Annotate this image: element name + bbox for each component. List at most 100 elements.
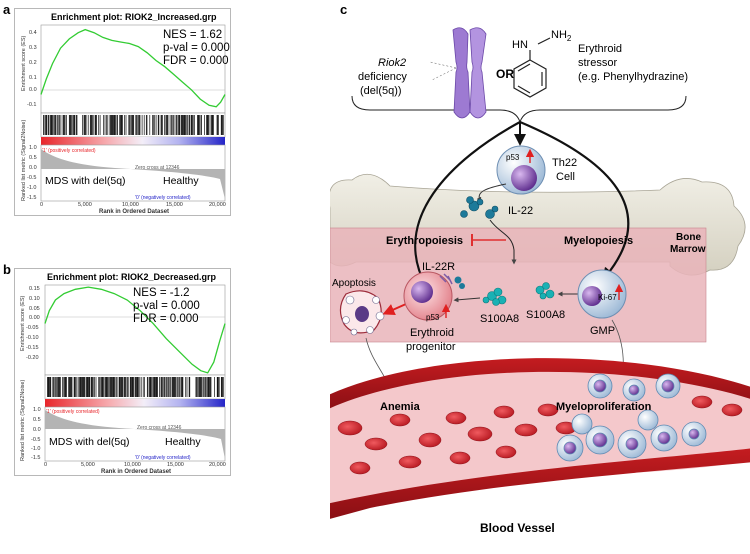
vessel-bottom-wall (330, 448, 750, 519)
gsea-a-metric-tick: -0.5 (27, 175, 37, 181)
panel-a-letter: a (3, 2, 11, 17)
gsea-b-metric-area (45, 410, 225, 459)
gsea-b-group-left: MDS with del(5q) (49, 436, 130, 448)
gsea-b-title: Enrichment plot: RIOK2_Decreased.grp (47, 272, 217, 282)
gsea-a-metric-area (41, 149, 225, 199)
gsea-b-pos-corr: '1' (positively correlated) (46, 409, 100, 415)
gsea-a-neg-corr: '0' (negatively correlated) (135, 195, 191, 201)
gsea-b-es-tick: 0.15 (29, 286, 40, 292)
s100a8-molecules-2 (535, 282, 555, 300)
gsea-a-metric-tick: 0.5 (29, 155, 37, 161)
erythroid-stressor-label: Erythroid (578, 43, 622, 55)
s100a8-label-1: S100A8 (480, 313, 519, 325)
gsea-b-es-curve (44, 286, 226, 374)
gsea-a-nes: NES = 1.62 (163, 29, 223, 41)
gsea-b-neg-corr: '0' (negatively correlated) (135, 455, 191, 461)
left-arc (414, 121, 521, 292)
gsea-a-fdr: FDR = 0.000 (163, 55, 229, 67)
gsea-b-nes: NES = -1.2 (133, 287, 190, 299)
gsea-b-x-tick: 5,000 (81, 462, 95, 468)
vessel-top-wall (330, 358, 750, 409)
phenylhydrazine-label: (e.g. Phenylhydrazine) (578, 71, 688, 83)
il22r-receptor-icon (439, 273, 453, 285)
gsea-b-fdr: FDR = 0.000 (133, 313, 199, 325)
red-blood-cells (337, 395, 743, 475)
gsea-panel-b: Enrichment plot: RIOK2_Decreased.grp Enr… (14, 268, 231, 476)
to-apoptosis-arrow (382, 303, 407, 316)
gsea-a-hit-bars (43, 115, 224, 135)
myeloproliferation-label: Myeloproliferation (556, 401, 652, 413)
erythroid-p53-label: p53 (426, 313, 440, 322)
gsea-b-x-tick: 10,000 (124, 462, 141, 468)
panel-c-letter: c (340, 2, 348, 17)
gsea-a-pos-corr: '1' (positively correlated) (42, 148, 96, 154)
progenitor-label: progenitor (406, 341, 456, 353)
gsea-b-metric-tick: -1.0 (31, 446, 41, 452)
il22-molecules (460, 196, 499, 219)
top-bracket (351, 95, 687, 124)
gsea-a-x-tick: 10,000 (122, 202, 139, 208)
gsea-a-pval: p-val = 0.000 (163, 42, 230, 54)
th22-to-il22-arrow (476, 183, 507, 203)
gsea-b-es-tick: 0.00 (29, 315, 40, 321)
erythropoiesis-label: Erythropoiesis (386, 235, 463, 247)
vessel-outer (330, 362, 750, 511)
gsea-a-group-left: MDS with del(5q) (45, 175, 126, 187)
ki67-label: Ki-67 (598, 293, 617, 302)
gsea-a-x-tick: 5,000 (78, 202, 92, 208)
gsea-a-es-tick: 0.2 (29, 60, 37, 66)
gsea-b-es-tick: -0.15 (26, 345, 39, 351)
riok2-label: Riok2 (378, 57, 406, 69)
gsea-b-xlabel: Rank in Ordered Dataset (101, 469, 172, 475)
gsea-a-es-tick: 0.0 (29, 87, 37, 93)
gsea-b-x-tick: 0 (44, 462, 48, 468)
gsea-a-metric-tick: -1.0 (27, 185, 37, 191)
right-arc (519, 120, 630, 282)
nh2-label: NH2 (551, 29, 572, 43)
s100a8-molecules-1 (482, 287, 507, 306)
gsea-b-pval: p-val = 0.000 (133, 300, 200, 312)
marrow-label: Marrow (670, 244, 706, 255)
gsea-a-plot (40, 24, 226, 202)
gsea-a-metric-tick: 1.0 (29, 145, 37, 151)
gsea-b-x-tick: 20,000 (209, 462, 226, 468)
gsea-a-zero-cross: Zero cross at 12346 (135, 165, 180, 171)
gsea-b-es-tick: -0.20 (26, 355, 39, 361)
s100a8-to-erythroid-arrow (453, 297, 481, 303)
myeloid-cells (556, 373, 707, 462)
gsea-a-metric-tick: -1.5 (27, 195, 37, 201)
gsea-a-es-tick: 0.3 (29, 45, 37, 51)
chromosome-icon (429, 27, 487, 119)
gsea-a-x-tick: 15,000 (166, 202, 183, 208)
anemia-label: Anemia (380, 401, 421, 413)
gsea-b-zero-cross: Zero cross at 12346 (137, 425, 182, 431)
to-anemia-connector (365, 337, 387, 382)
gsea-b-es-tick: -0.10 (26, 335, 39, 341)
phenylhydrazine-structure-icon (513, 37, 551, 98)
gsea-b-plot (44, 284, 226, 462)
hn-label: HN (512, 39, 528, 51)
gsea-b-metric-tick: 0.5 (33, 417, 41, 423)
gsea-a-es-tick: -0.1 (27, 102, 37, 108)
il22-to-receptor-arrow (489, 219, 517, 265)
gsea-a-metric-tick: 0.0 (29, 165, 37, 171)
gsea-a-title: Enrichment plot: RIOK2_Increased.grp (51, 12, 217, 22)
gsea-b-metric-tick: 1.0 (33, 407, 41, 413)
gsea-b-es-tick: 0.10 (29, 296, 40, 302)
bone-label: Bone (676, 232, 701, 243)
gsea-a-xlabel: Rank in Ordered Dataset (99, 209, 170, 215)
gsea-b-metric-tick: -0.5 (31, 437, 41, 443)
il22r-label: IL-22R (422, 261, 455, 273)
th22-p53-label: p53 (506, 153, 520, 162)
th22-label-1: Th22 (552, 157, 577, 169)
th22-nucleus (511, 165, 537, 191)
gmp-cell (577, 269, 627, 319)
gmp-nucleus (582, 286, 602, 306)
gsea-a-group-right: Healthy (163, 175, 199, 187)
gsea-panel-a: Enrichment plot: RIOK2_Increased.grp Enr… (14, 8, 231, 216)
gsea-a-es-curve (40, 28, 226, 108)
bone-marrow-region (330, 228, 706, 342)
apoptotic-bodies (342, 295, 385, 336)
gsea-b-metric-tick: -1.5 (31, 455, 41, 461)
gsea-b-x-tick: 15,000 (167, 462, 184, 468)
